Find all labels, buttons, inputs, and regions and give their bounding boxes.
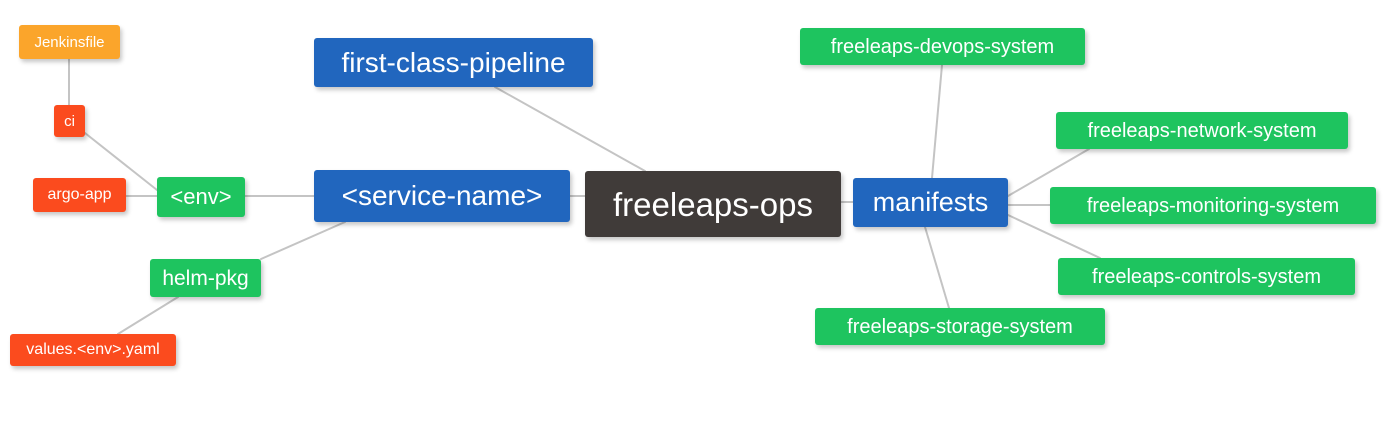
node-values-yaml[interactable]: values.<env>.yaml xyxy=(10,334,176,366)
node-storage-system[interactable]: freeleaps-storage-system xyxy=(815,308,1105,345)
node-devops-system[interactable]: freeleaps-devops-system xyxy=(800,28,1085,65)
node-first-class-pipeline[interactable]: first-class-pipeline xyxy=(314,38,593,87)
edge-first-class-pipeline-to-freeleaps-ops xyxy=(494,86,646,172)
node-network-system[interactable]: freeleaps-network-system xyxy=(1056,112,1348,149)
node-freeleaps-ops[interactable]: freeleaps-ops xyxy=(585,171,841,237)
node-jenkinsfile[interactable]: Jenkinsfile xyxy=(19,25,120,59)
node-controls-system[interactable]: freeleaps-controls-system xyxy=(1058,258,1355,295)
node-argo-app[interactable]: argo-app xyxy=(33,178,126,212)
node-helm-pkg[interactable]: helm-pkg xyxy=(150,259,261,297)
node-ci[interactable]: ci xyxy=(54,105,85,137)
edge-helm-pkg-to-service-name xyxy=(260,221,346,260)
edge-manifests-to-storage-system xyxy=(924,226,950,309)
node-monitoring-system[interactable]: freeleaps-monitoring-system xyxy=(1050,187,1376,224)
node-service-name[interactable]: <service-name> xyxy=(314,170,570,222)
edge-values-yaml-to-helm-pkg xyxy=(117,296,179,335)
node-manifests[interactable]: manifests xyxy=(853,178,1008,227)
edge-manifests-to-devops-system xyxy=(931,64,943,179)
node-env[interactable]: <env> xyxy=(157,177,245,217)
